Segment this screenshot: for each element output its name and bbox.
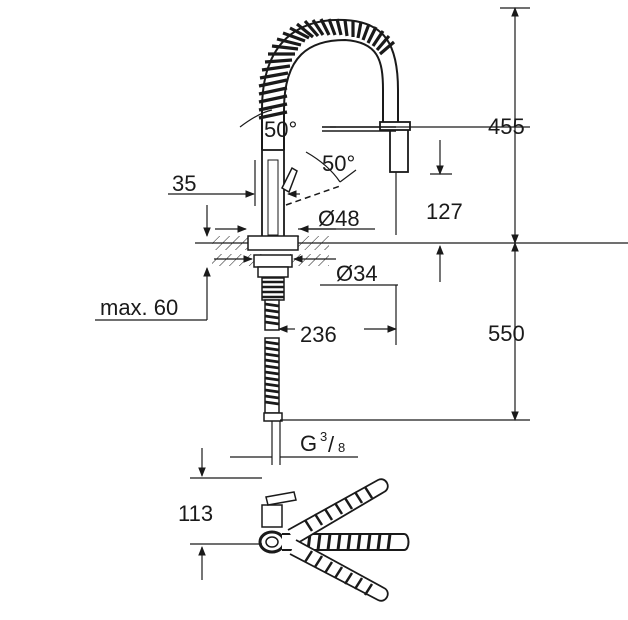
height-total-label: 455	[488, 114, 525, 139]
angle-spout-label: 50°	[264, 117, 297, 142]
faucet-body	[261, 149, 357, 244]
dimension-lines	[95, 7, 530, 580]
countertop	[195, 235, 628, 278]
hole-diameter-label: Ø34	[336, 261, 378, 286]
lever-offset-label: 35	[172, 171, 196, 196]
connection-fraction-denominator: 8	[338, 440, 345, 455]
spring-spout	[258, 18, 411, 173]
body-diameter-label: Ø48	[318, 206, 360, 231]
hose-length-label: 550	[488, 321, 525, 346]
outlet-height-label: 127	[426, 199, 463, 224]
lever-clearance-label: 113	[178, 501, 213, 526]
connection-thread-label: G	[300, 431, 317, 456]
connection-fraction-numerator: 3	[320, 429, 327, 444]
angle-lever-label: 50°	[322, 151, 355, 176]
dimension-labels: 50° 50° 35 Ø48 Ø34 max. 60 236 455 127 5…	[100, 114, 525, 526]
top-view	[258, 478, 410, 602]
shank-and-hoses	[261, 277, 285, 465]
reach-label: 236	[300, 322, 337, 347]
max-deck-thickness-label: max. 60	[100, 295, 178, 320]
connection-fraction-slash: /	[328, 432, 335, 457]
